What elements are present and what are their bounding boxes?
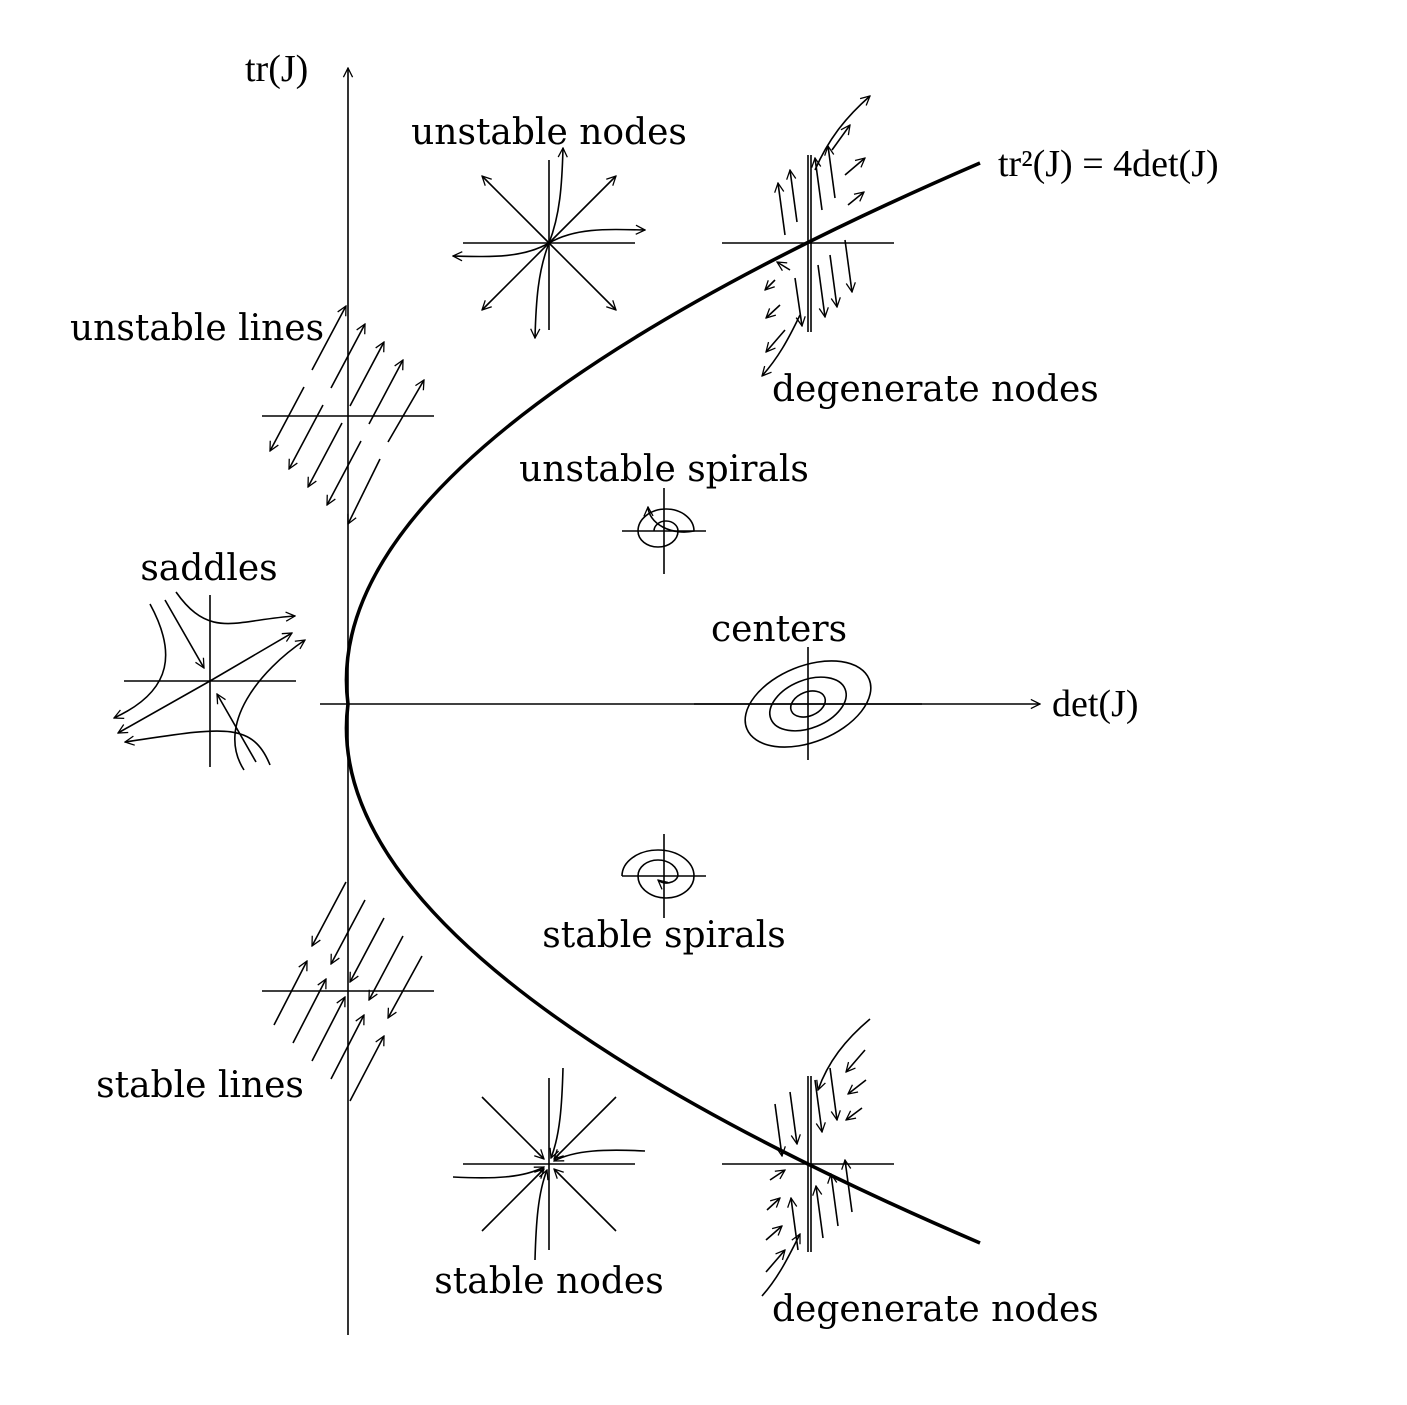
portrait-centers — [694, 647, 922, 760]
label-unstable-spirals: unstable spirals — [519, 449, 809, 490]
discriminant-parabola — [344, 161, 981, 1245]
parabola-label: tr²(J) = 4det(J) — [998, 143, 1219, 185]
portrait-unstable-nodes — [453, 148, 645, 338]
portrait-degenerate-nodes-upper — [722, 96, 894, 376]
portrait-degenerate-nodes-lower — [722, 1018, 894, 1297]
portrait-unstable-spiral — [622, 488, 706, 574]
label-centers: centers — [711, 609, 847, 650]
portrait-saddles — [114, 591, 305, 771]
tr-axis-label: tr(J) — [245, 48, 308, 90]
portrait-stable-nodes — [452, 1067, 646, 1261]
label-degenerate-nodes-upper: degenerate nodes — [772, 369, 1099, 410]
portrait-stable-lines — [262, 881, 434, 1102]
det-axis-label: det(J) — [1052, 683, 1139, 725]
label-stable-nodes: stable nodes — [434, 1261, 663, 1302]
label-stable-lines: stable lines — [96, 1065, 304, 1106]
label-unstable-lines: unstable lines — [70, 308, 324, 349]
portrait-unstable-lines — [262, 306, 434, 524]
axes — [320, 68, 1040, 1335]
label-degenerate-nodes-lower: degenerate nodes — [772, 1289, 1099, 1330]
label-unstable-nodes: unstable nodes — [411, 112, 687, 153]
label-saddles: saddles — [140, 548, 277, 589]
label-stable-spirals: stable spirals — [542, 915, 785, 956]
portrait-stable-spiral — [621, 834, 706, 918]
